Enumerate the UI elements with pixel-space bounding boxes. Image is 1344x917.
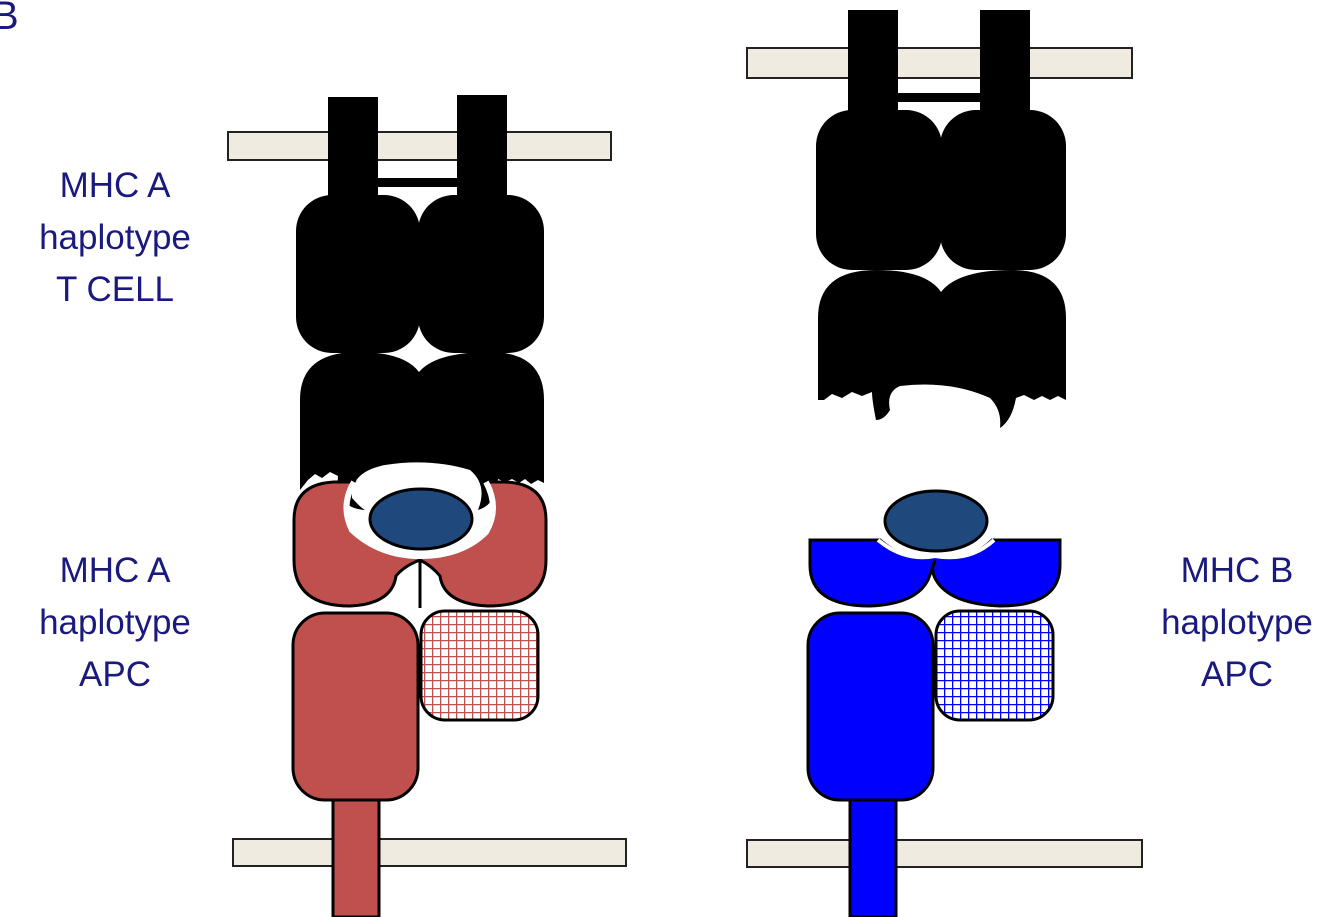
tcr-disulfide-bridge-right xyxy=(896,93,982,102)
peptide-a xyxy=(370,489,472,549)
tcr-alpha-constant-domain-right xyxy=(816,110,942,270)
tcr-variable-domains-right xyxy=(818,270,1066,428)
peptide-b xyxy=(885,491,987,551)
label-tcell-line1: MHC A xyxy=(0,160,230,212)
mhc-a-alpha3-domain xyxy=(293,613,418,800)
label-tcell-line3: T CELL xyxy=(0,264,230,316)
tcell-membrane xyxy=(228,132,611,160)
label-apc-a-line3: APC xyxy=(0,649,230,701)
tcr-right xyxy=(747,10,1132,428)
apc-b-membrane xyxy=(747,840,1142,867)
tcr-alpha-constant-domain xyxy=(296,195,420,353)
mhc-b-alpha3-domain xyxy=(808,613,933,800)
tcr-beta-constant-domain xyxy=(418,195,544,353)
label-apc-b: MHC B haplotype APC xyxy=(1134,545,1340,701)
label-apc-a: MHC A haplotype APC xyxy=(0,545,230,701)
mhc-b-transmembrane xyxy=(850,790,896,917)
label-tcell-line2: haplotype xyxy=(0,212,230,264)
label-tcell: MHC A haplotype T CELL xyxy=(0,160,230,316)
mhc-a-transmembrane xyxy=(333,790,379,917)
beta2-microglobulin-b xyxy=(936,611,1053,720)
beta2-microglobulin-a xyxy=(421,611,538,720)
mhc-b-molecule xyxy=(747,491,1142,917)
tcr-beta-constant-domain-right xyxy=(940,110,1066,270)
label-apc-b-line2: haplotype xyxy=(1134,597,1340,649)
label-apc-b-line3: APC xyxy=(1134,649,1340,701)
tcr-left xyxy=(228,95,611,510)
label-apc-a-line1: MHC A xyxy=(0,545,230,597)
panel-label: B xyxy=(0,0,19,39)
label-apc-b-line1: MHC B xyxy=(1134,545,1340,597)
tcell-membrane-right xyxy=(747,48,1132,78)
apc-a-membrane xyxy=(233,839,626,866)
mhc-a-molecule xyxy=(233,482,626,917)
tcr-disulfide-bridge xyxy=(376,178,460,187)
label-apc-a-line2: haplotype xyxy=(0,597,230,649)
